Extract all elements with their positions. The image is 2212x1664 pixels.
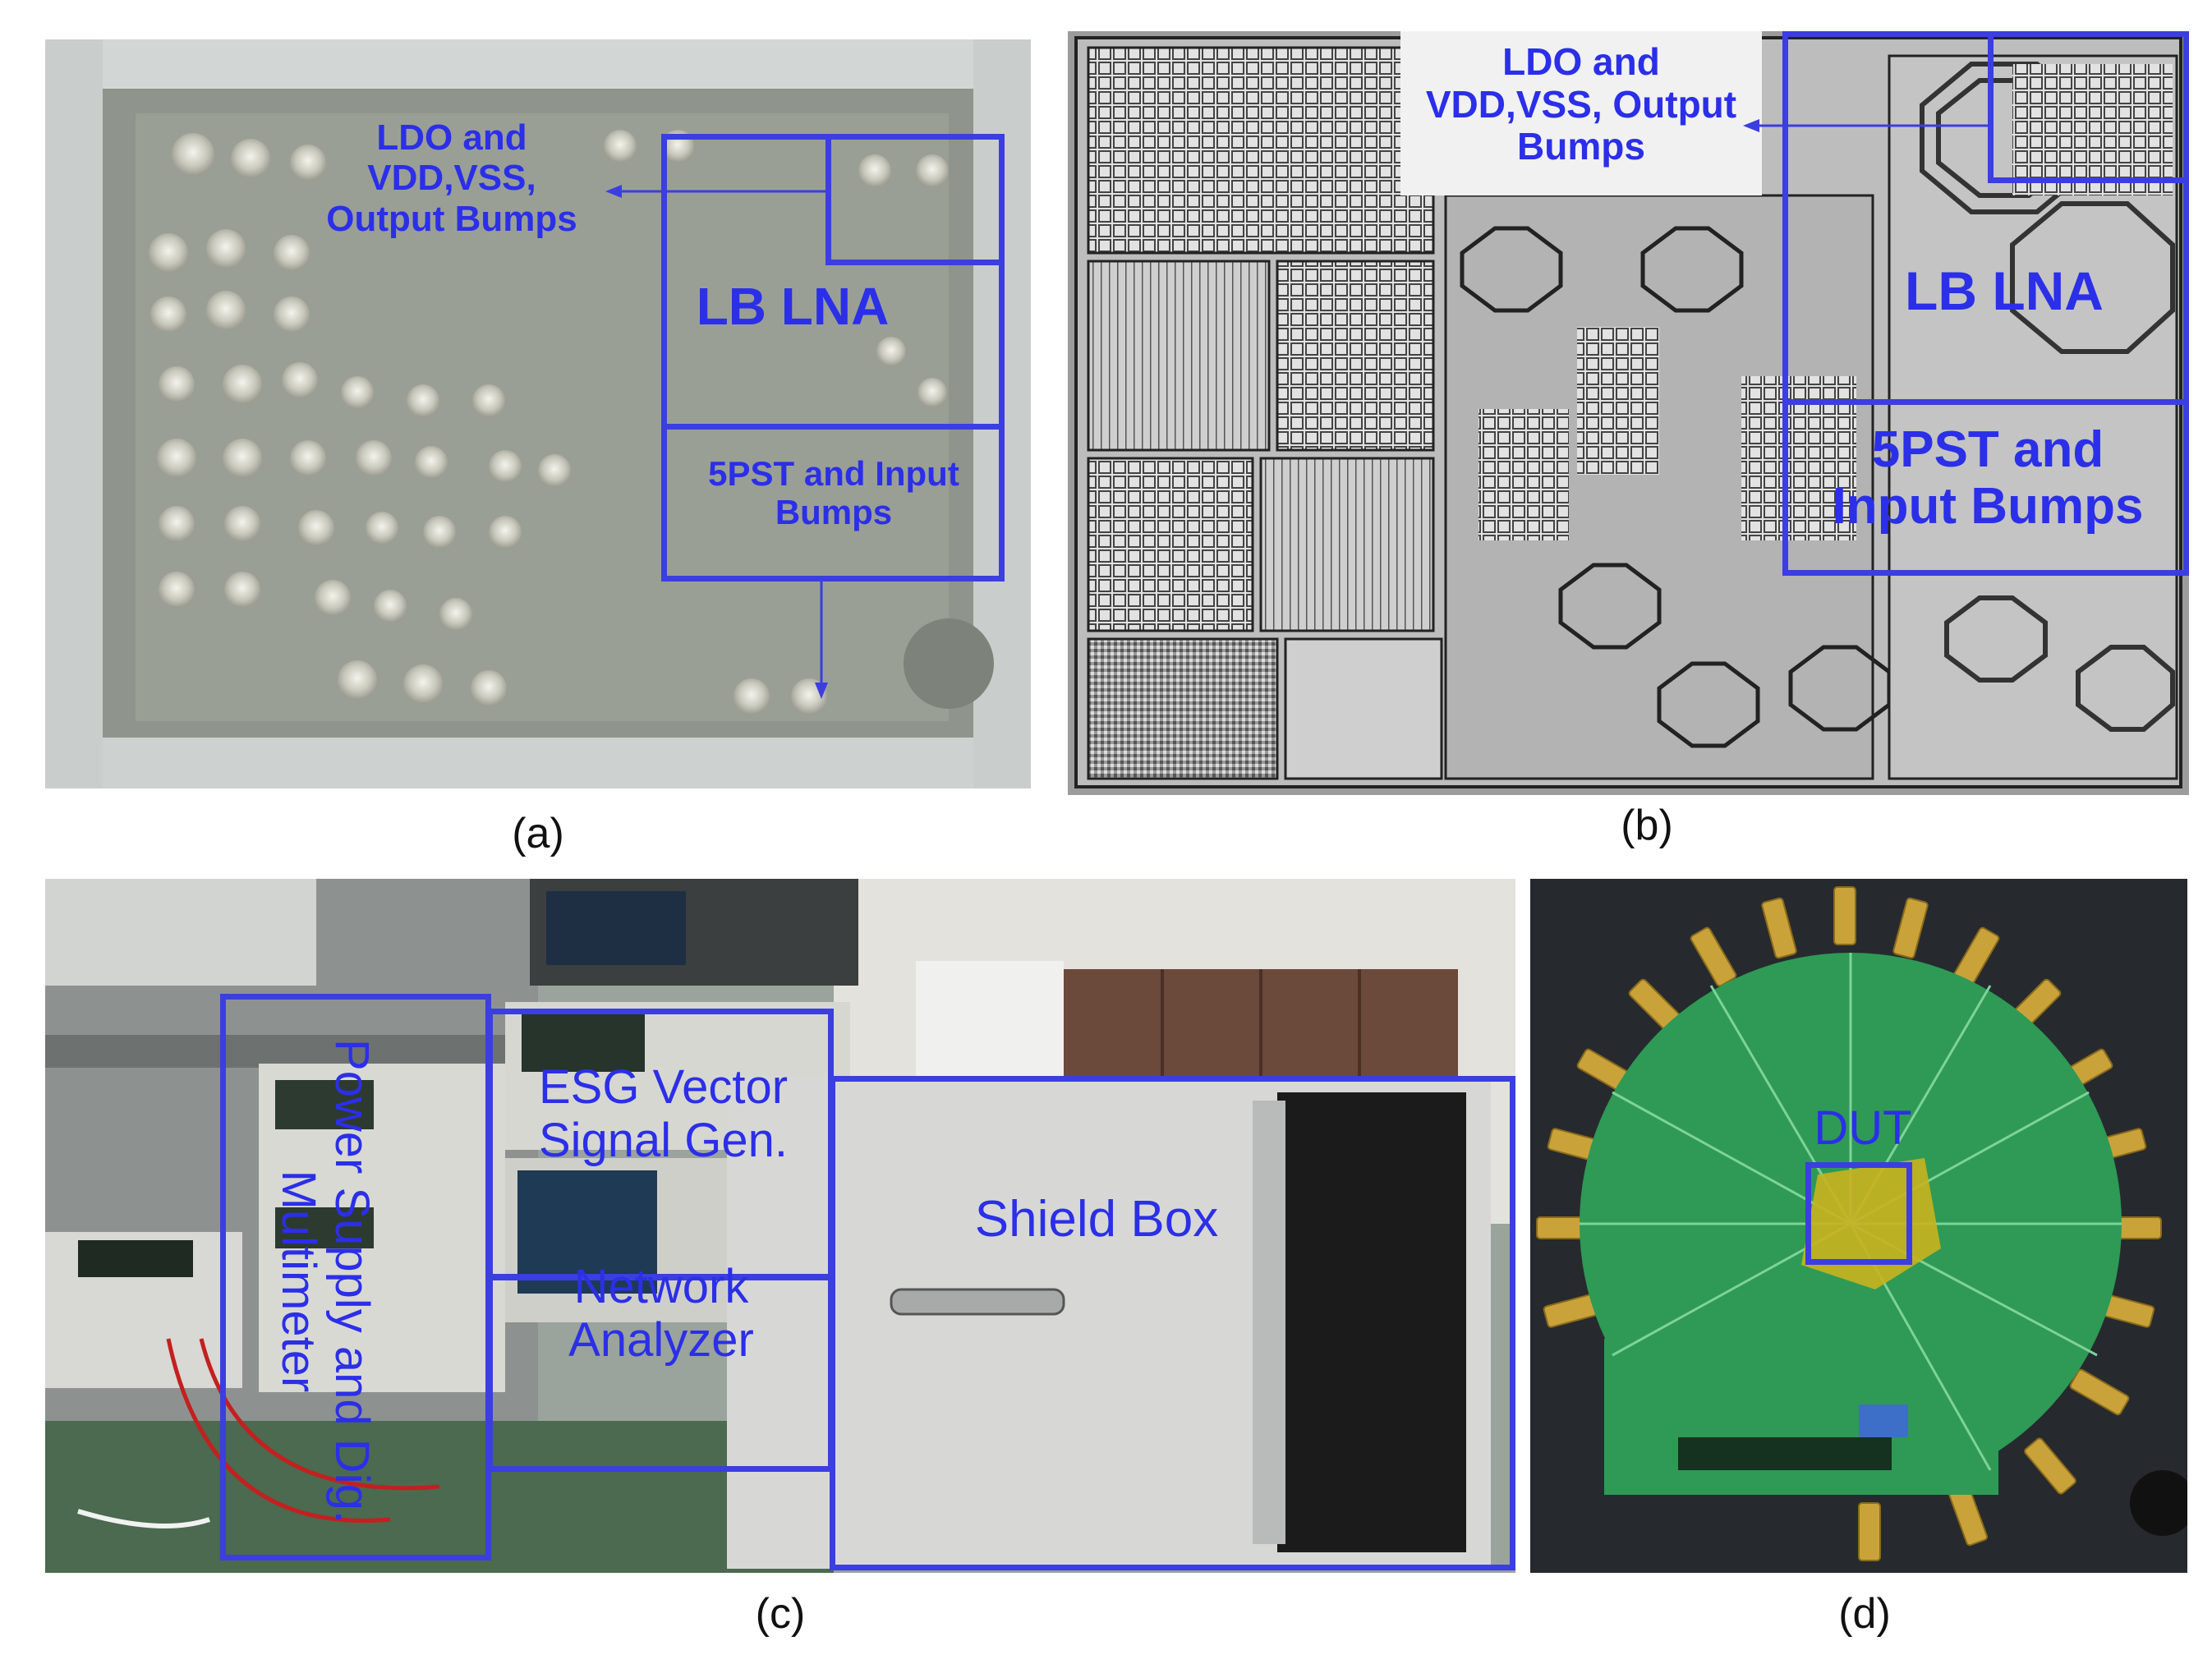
chip-photo-image	[45, 39, 1031, 788]
caption-c: (c)	[755, 1590, 806, 1638]
panel-d-test-board: DUT	[1530, 879, 2187, 1573]
lb-lna-label-b: LB LNA	[1905, 260, 2104, 321]
power-supply-label: Power Supply and Dig. Multimeter	[272, 1038, 379, 1524]
5pst-label: 5PST and Input Bumps	[708, 454, 959, 532]
shield-box-label: Shield Box	[974, 1191, 1219, 1248]
5pst-label-b: 5PST and Input Bumps	[1832, 421, 2144, 536]
shield-box-region	[830, 1076, 1515, 1570]
ldo-region	[825, 134, 1005, 265]
caption-a: (a)	[512, 810, 564, 857]
ldo-region-b	[1988, 31, 2189, 183]
5pst-region-b	[1782, 399, 2189, 576]
ldo-bumps-label: LDO and VDD,VSS, Output Bumps	[326, 117, 577, 239]
panel-b-layout: LDO and VDD,VSS, Output Bumps LB LNA 5PS…	[1068, 31, 2189, 795]
arrow-ldo-left	[605, 185, 830, 198]
dut-label: DUT	[1814, 1101, 1912, 1155]
ldo-bumps-label-b: LDO and VDD,VSS, Output Bumps	[1425, 40, 1737, 168]
caption-b: (b)	[1621, 802, 1673, 849]
arrow-5pst-down	[815, 577, 828, 699]
esg-label: ESG Vector Signal Gen.	[538, 1060, 789, 1167]
test-board-photo	[1530, 879, 2187, 1573]
chip-layout-image	[1068, 31, 2189, 795]
caption-d: (d)	[1838, 1590, 1891, 1638]
5pst-region	[661, 424, 1005, 581]
panel-c-lab-setup: Power Supply and Dig. Multimeter ESG Vec…	[45, 879, 1515, 1573]
dut-box	[1805, 1162, 1912, 1265]
arrow-ldo-left-b	[1743, 119, 1992, 132]
panel-a-chip-photo: LDO and VDD,VSS, Output Bumps LB LNA 5PS…	[45, 39, 1031, 788]
network-analyzer-label: Network Analyzer	[568, 1260, 754, 1367]
lb-lna-label: LB LNA	[696, 277, 890, 336]
lab-setup-photo	[45, 879, 1515, 1573]
